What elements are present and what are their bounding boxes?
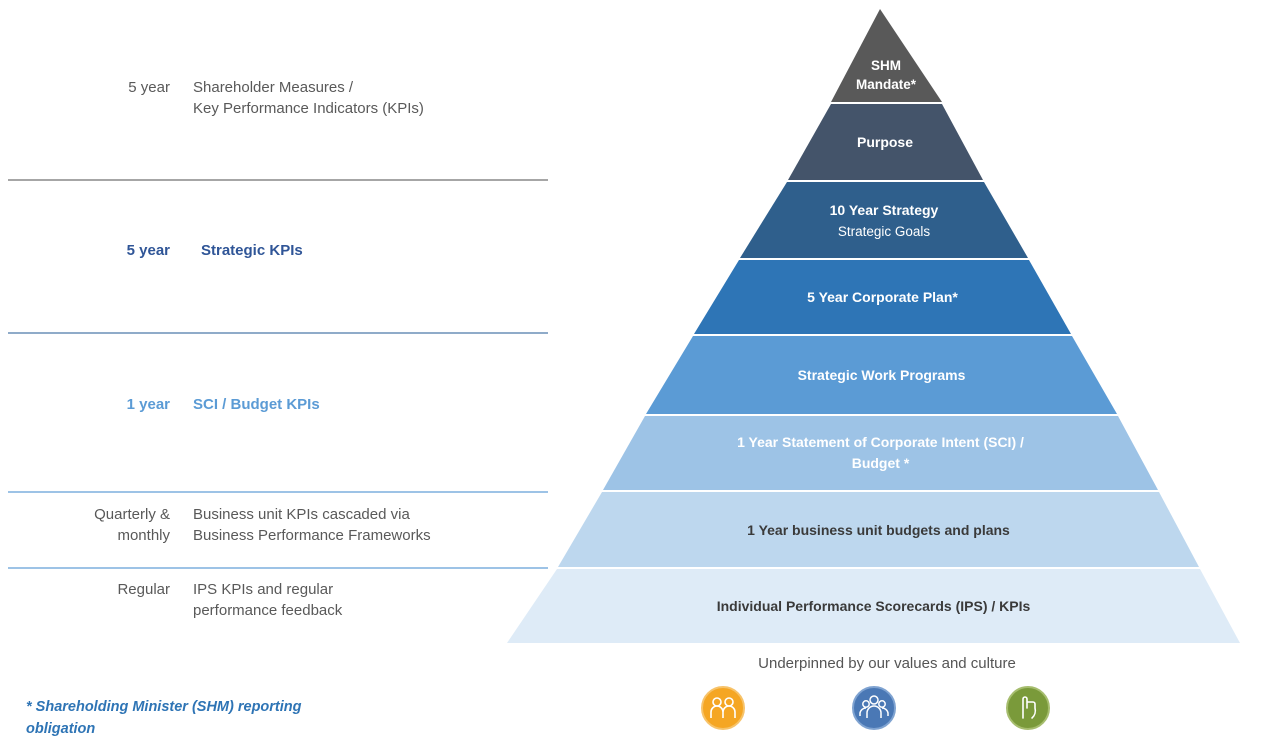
divider-line [8, 332, 548, 334]
tier-label-line: Budget * [851, 455, 910, 471]
pyramid-tier-strategic-work-programs [646, 336, 1117, 414]
tier-label-sci-budget: 1 Year Statement of Corporate Intent (SC… [603, 432, 1158, 474]
period-label: Regular [117, 581, 170, 598]
description-label: Shareholder Measures / Key Performance I… [193, 77, 424, 119]
team-group-glyph [859, 695, 889, 718]
period-line: monthly [117, 527, 170, 544]
tier-label-line: 1 Year business unit budgets and plans [747, 522, 1010, 538]
divider-line [8, 491, 548, 493]
tier-label-line: SHM [871, 58, 901, 73]
footnote-line: obligation [26, 721, 96, 737]
tier-label-line: 5 Year Corporate Plan* [807, 289, 958, 305]
pyramid-tier-individual-performance [507, 569, 1240, 643]
description-line: Shareholder Measures / [193, 79, 354, 96]
people-pair-glyph [710, 697, 736, 718]
description-line: Key Performance Indicators (KPIs) [193, 100, 424, 117]
description-line: SCI / Budget KPIs [193, 396, 320, 413]
tier-label-line: Purpose [856, 134, 913, 150]
period-line: Quarterly & [94, 506, 170, 523]
tier-label-10-year-strategy: 10 Year Strategy Strategic Goals [740, 200, 1028, 242]
period-label: Quarterly & monthly [94, 504, 170, 546]
description-label: Business unit KPIs cascaded via Business… [193, 504, 431, 546]
divider-line [8, 179, 548, 181]
pyramid-tier-purpose [788, 104, 983, 180]
footnote: * Shareholding Minister (SHM) reporting … [26, 696, 386, 740]
description-label: Strategic KPIs [201, 240, 303, 261]
description-line: Business unit KPIs cascaded via [193, 506, 410, 523]
description-label: IPS KPIs and regular performance feedbac… [193, 579, 342, 621]
tier-label-line: Individual Performance Scorecards (IPS) … [716, 598, 1031, 614]
raised-hand-icon [1006, 686, 1050, 730]
description-line: IPS KPIs and regular [193, 581, 334, 598]
tier-label-5-year-corporate-plan: 5 Year Corporate Plan* [694, 287, 1071, 308]
tier-label-line: Strategic Work Programs [797, 367, 966, 383]
tier-label-line: Mandate* [855, 77, 916, 92]
pyramid-tier-business-unit-budgets [558, 492, 1199, 567]
divider-line [8, 567, 548, 569]
tier-label-individual-performance: Individual Performance Scorecards (IPS) … [507, 596, 1240, 617]
description-label: SCI / Budget KPIs [193, 394, 320, 415]
pyramid-tier-sci-budget [603, 416, 1158, 490]
tier-label-line: Strategic Goals [837, 224, 931, 239]
period-label: 1 year [126, 396, 170, 413]
tier-label-business-unit-budgets: 1 Year business unit budgets and plans [558, 520, 1199, 541]
tier-label-strategic-work-programs: Strategic Work Programs [646, 365, 1117, 386]
label-row-shareholder-measures: 5 year Shareholder Measures / Key Perfor… [0, 77, 560, 119]
description-line: Business Performance Frameworks [193, 527, 431, 544]
team-group-icon [852, 686, 896, 730]
raised-hand-glyph [1022, 696, 1037, 719]
tier-label-purpose: Purpose [788, 132, 982, 153]
description-line: performance feedback [193, 602, 343, 619]
people-pair-icon [701, 686, 745, 730]
tier-label-shm-mandate: SHM Mandate* [836, 56, 936, 94]
underpinned-caption: Underpinned by our values and culture [758, 655, 1016, 672]
footnote-line: * Shareholding Minister (SHM) reporting [26, 699, 302, 715]
tier-label-line: 10 Year Strategy [829, 202, 939, 218]
period-label: 5 year [128, 79, 170, 96]
pyramid-tier-shm-mandate [831, 9, 942, 102]
pyramid-tier-10-year-strategy [740, 182, 1028, 258]
period-label: 5 year [126, 242, 170, 259]
tier-label-line: 1 Year Statement of Corporate Intent (SC… [737, 434, 1024, 450]
pyramid-tier-5-year-corporate-plan [694, 260, 1071, 334]
description-line: Strategic KPIs [201, 242, 303, 259]
